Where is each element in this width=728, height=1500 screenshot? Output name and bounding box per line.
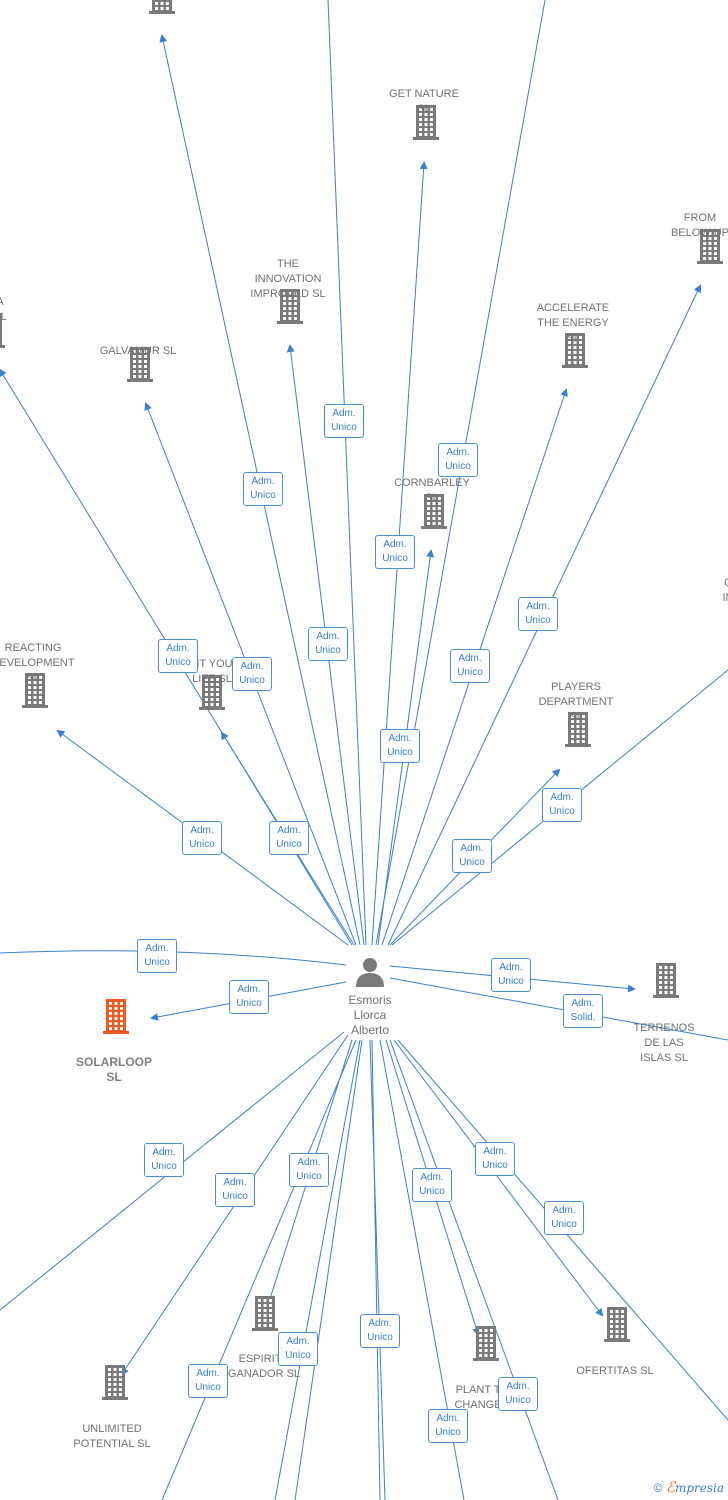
- edge-line: [327, 0, 367, 946]
- relation-badge[interactable]: Adm. Unico: [498, 1377, 538, 1411]
- building-icon[interactable]: [100, 1363, 130, 1401]
- company-node-players[interactable]: PLAYERS DEPARTMENT SL: [506, 680, 646, 725]
- brand-name: mpresia: [674, 1481, 724, 1495]
- relation-badge[interactable]: Adm. Unico: [412, 1168, 452, 1202]
- company-label[interactable]: C IN: [722, 577, 728, 604]
- relation-badge[interactable]: Adm. Unico: [144, 1143, 184, 1177]
- company-node-galvamur[interactable]: GALVAMUR SL: [68, 344, 208, 359]
- building-icon[interactable]: [651, 961, 681, 999]
- relation-badge[interactable]: Adm. Unico: [188, 1364, 228, 1398]
- relation-badge[interactable]: Adm. Unico: [229, 980, 269, 1014]
- company-node-reacting[interactable]: REACTING DEVELOPMENT SL: [0, 641, 103, 686]
- company-node-accelerate[interactable]: ACCELERATE THE ENERGY SL: [503, 301, 643, 346]
- person-icon[interactable]: [353, 955, 387, 989]
- building-icon[interactable]: [101, 997, 131, 1035]
- company-label[interactable]: ESPIRITU GANADOR SL: [227, 1353, 301, 1380]
- company-label[interactable]: TERRENOS DE LAS ISLAS SL: [633, 1022, 695, 1064]
- center-person-name[interactable]: Esmoris Llorca Alberto: [348, 993, 392, 1037]
- building-icon[interactable]: [602, 1305, 632, 1343]
- company-label[interactable]: REACTING DEVELOPMENT SL: [0, 642, 75, 684]
- edge-line: [389, 1039, 559, 1500]
- company-label[interactable]: FROM BELOW UP: [670, 212, 728, 239]
- edge-line: [389, 977, 728, 1041]
- company-label[interactable]: ACCELERATE THE ENERGY SL: [536, 302, 610, 344]
- relation-badge[interactable]: Adm. Unico: [518, 597, 558, 631]
- building-icon[interactable]: [125, 345, 155, 383]
- relation-badge[interactable]: Adm. Unico: [380, 729, 420, 763]
- building-icon[interactable]: [560, 331, 590, 369]
- relation-badge[interactable]: Adm. Unico: [269, 821, 309, 855]
- company-label[interactable]: A SL: [0, 296, 7, 323]
- brand-logo-letter: ℰ: [665, 1478, 675, 1496]
- relation-badge[interactable]: Adm. Unico: [278, 1332, 318, 1366]
- company-label[interactable]: CORNBARLEY SL: [394, 477, 470, 504]
- edge-line: [161, 1039, 357, 1500]
- company-label[interactable]: SOLARLOOP SL: [75, 1055, 152, 1084]
- building-icon[interactable]: [197, 673, 227, 711]
- relation-badge[interactable]: Adm. Unico: [182, 821, 222, 855]
- relation-badge[interactable]: Adm. Unico: [375, 535, 415, 569]
- company-label[interactable]: PLANT T CHANGE: [454, 1384, 502, 1411]
- copyright-symbol: ©: [653, 1481, 663, 1495]
- relation-badge[interactable]: Adm. Unico: [428, 1409, 468, 1443]
- company-node-innovation[interactable]: THE INNOVATION IMPROVED SL: [218, 257, 358, 302]
- building-icon[interactable]: [411, 103, 441, 141]
- company-node-a-sl[interactable]: A SL: [0, 295, 70, 325]
- relation-badge[interactable]: Adm. Unico: [158, 639, 198, 673]
- edge-line: [274, 1039, 361, 1500]
- company-node-solarloop[interactable]: SOLARLOOP SL: [44, 1055, 184, 1085]
- edge-line: [371, 1039, 381, 1500]
- building-icon[interactable]: [419, 492, 449, 530]
- company-node-unlimited[interactable]: UNLIMITED POTENTIAL SL: [42, 1422, 182, 1452]
- company-node-ofertitas[interactable]: OFERTITAS SL: [545, 1364, 685, 1379]
- company-node-plant[interactable]: PLANT T CHANGE: [408, 1383, 548, 1413]
- company-label[interactable]: PLAYERS DEPARTMENT SL: [538, 681, 614, 723]
- building-icon[interactable]: [695, 227, 725, 265]
- edge-line: [294, 1039, 363, 1500]
- company-label[interactable]: THE INNOVATION IMPROVED SL: [250, 258, 326, 300]
- relation-badge[interactable]: Adm. Unico: [308, 627, 348, 661]
- edge-line: [393, 1039, 604, 1317]
- relation-badge[interactable]: Adm. Unico: [137, 939, 177, 973]
- company-label[interactable]: UNLIMITED POTENTIAL SL: [73, 1423, 151, 1450]
- company-label[interactable]: OFERTITAS SL: [576, 1365, 654, 1377]
- relation-badge[interactable]: Adm. Unico: [475, 1142, 515, 1176]
- building-icon[interactable]: [563, 710, 593, 748]
- company-node-espiritu[interactable]: ESPIRITU GANADOR SL: [194, 1352, 334, 1382]
- relation-badge[interactable]: Adm. Unico: [452, 839, 492, 873]
- relation-badge[interactable]: Adm. Unico: [232, 657, 272, 691]
- building-icon[interactable]: [471, 1324, 501, 1362]
- company-node-right-partial[interactable]: C IN: [658, 576, 728, 606]
- relation-badge[interactable]: Adm. Unico: [289, 1153, 329, 1187]
- relation-badge[interactable]: Adm. Unico: [438, 443, 478, 477]
- footer-brand: © ℰmpresia: [654, 1478, 724, 1496]
- relation-badge[interactable]: Adm. Unico: [544, 1201, 584, 1235]
- relation-badge-solid[interactable]: Adm. Solid.: [563, 994, 603, 1028]
- company-node-get-nature[interactable]: GET NATURE SL: [354, 87, 494, 117]
- relation-badge[interactable]: Adm. Unico: [491, 958, 531, 992]
- relation-badge[interactable]: Adm. Unico: [450, 649, 490, 683]
- relation-badge[interactable]: Adm. Unico: [243, 472, 283, 506]
- building-icon[interactable]: [0, 311, 7, 349]
- company-label[interactable]: GET NATURE SL: [389, 88, 459, 115]
- company-node-from-below[interactable]: FROM BELOW UP: [630, 211, 728, 241]
- edge-line: [369, 1039, 386, 1500]
- company-label[interactable]: GALVAMUR SL: [99, 345, 177, 357]
- relation-badge[interactable]: Adm. Unico: [360, 1314, 400, 1348]
- building-icon[interactable]: [20, 671, 50, 709]
- company-node-cornbarley[interactable]: CORNBARLEY SL: [362, 476, 502, 506]
- relation-badge[interactable]: Adm. Unico: [324, 404, 364, 438]
- relation-badge[interactable]: Adm. Unico: [215, 1173, 255, 1207]
- building-icon[interactable]: [275, 287, 305, 325]
- relation-badge[interactable]: Adm. Unico: [542, 788, 582, 822]
- building-icon[interactable]: [147, 0, 177, 15]
- building-icon[interactable]: [250, 1294, 280, 1332]
- company-node-terrenos[interactable]: TERRENOS DE LAS ISLAS SL: [594, 1021, 728, 1066]
